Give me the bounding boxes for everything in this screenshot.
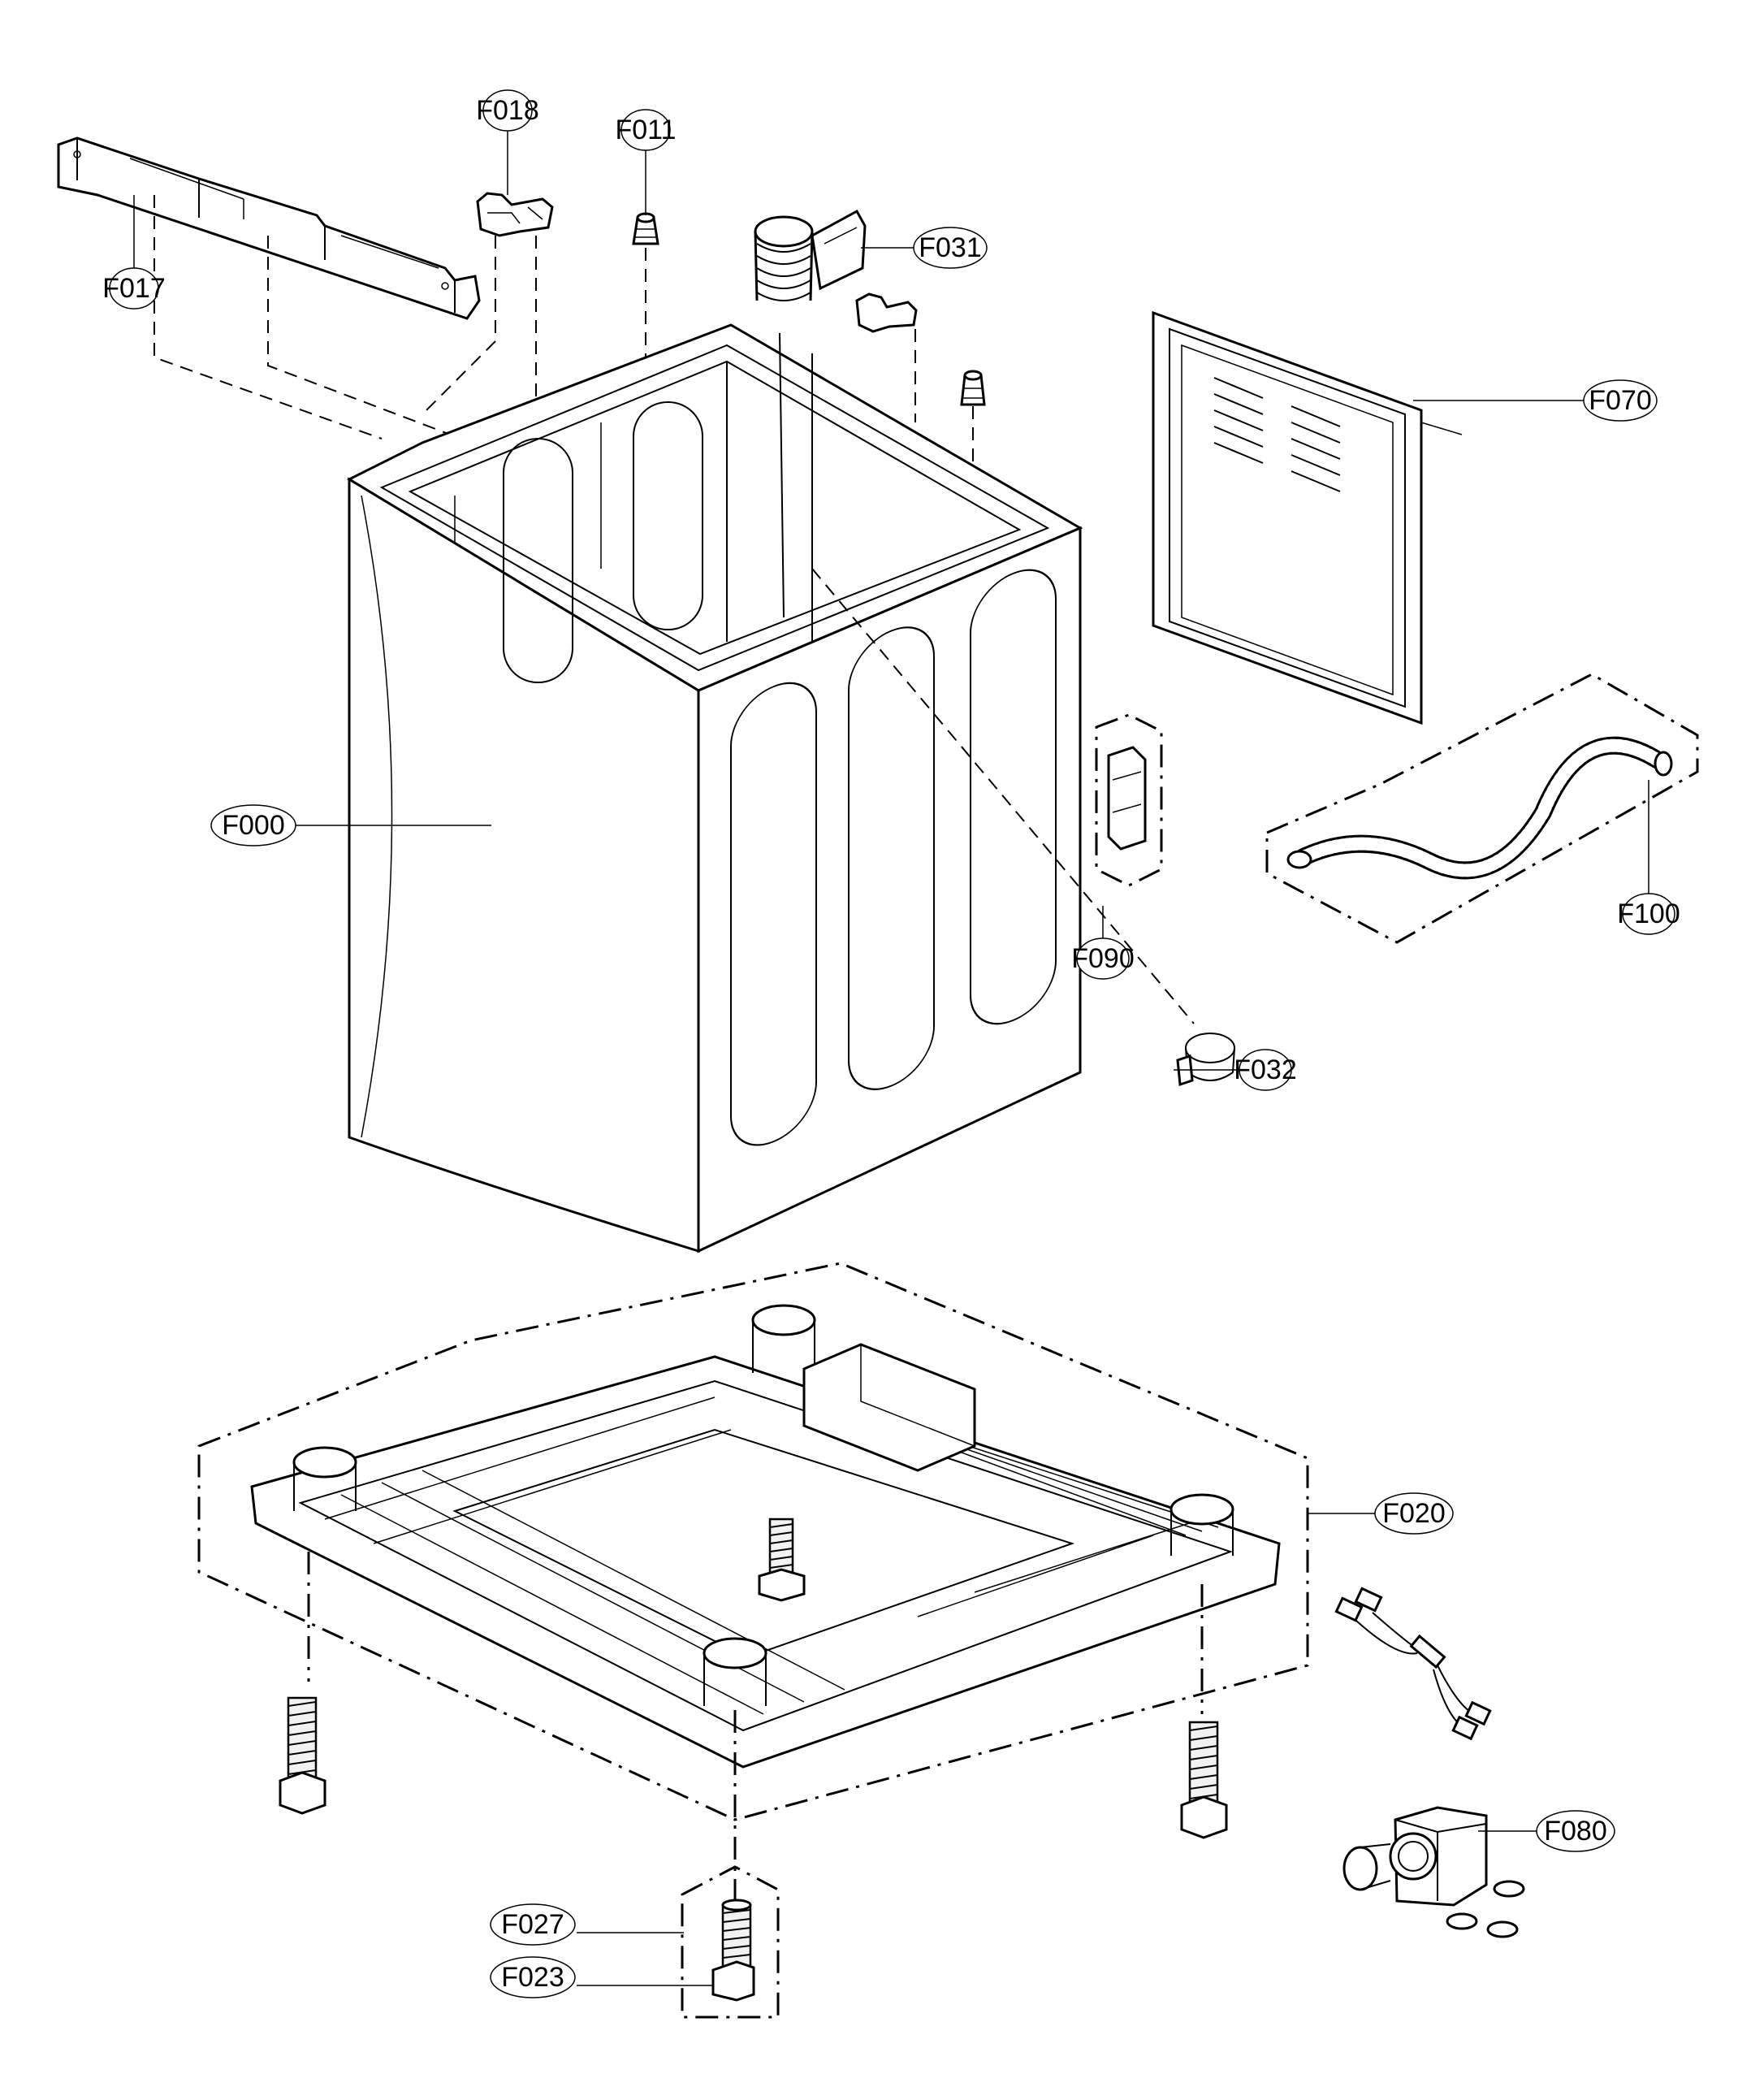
vent-slots bbox=[1213, 377, 1341, 492]
callout-f020[interactable]: F020 bbox=[1308, 1492, 1454, 1535]
callout-label-f023: F023 bbox=[501, 1962, 564, 1993]
part-bracket-right bbox=[855, 292, 918, 333]
callout-f018[interactable]: F018 bbox=[476, 89, 539, 195]
callout-f000[interactable]: F000 bbox=[210, 804, 491, 846]
assembly-line-f032 bbox=[811, 568, 1195, 1024]
assembly-line-f017b bbox=[153, 195, 383, 439]
part-f011-damper-cap bbox=[632, 212, 659, 245]
group-outline-f100 bbox=[1265, 673, 1699, 944]
part-f100-drain-hose bbox=[1286, 736, 1673, 880]
part-foot-left bbox=[279, 1696, 326, 1815]
part-f031-hose-connector bbox=[754, 209, 867, 301]
group-outline-f027-f023 bbox=[681, 1865, 780, 2019]
callout-label-f000: F000 bbox=[222, 810, 285, 841]
callout-label-f031: F031 bbox=[919, 232, 982, 263]
callout-f080[interactable]: F080 bbox=[1478, 1810, 1615, 1852]
callout-label-f090: F090 bbox=[1071, 943, 1135, 974]
assembly-line-f018 bbox=[422, 236, 496, 415]
part-f018-bracket bbox=[476, 192, 554, 237]
part-f032-hose-clamp bbox=[1176, 1033, 1235, 1087]
callout-f027[interactable]: F027 bbox=[490, 1903, 684, 1946]
part-cap-right bbox=[960, 370, 986, 406]
part-center-bolt bbox=[758, 1518, 806, 1602]
part-f020-base bbox=[250, 1304, 1281, 1769]
part-f070-rear-panel bbox=[1152, 310, 1463, 725]
part-wire-harness bbox=[1334, 1587, 1492, 1741]
callout-label-f070: F070 bbox=[1589, 385, 1652, 416]
part-f090-bracket bbox=[1107, 746, 1147, 851]
callout-f070[interactable]: F070 bbox=[1413, 379, 1658, 422]
part-f080-drain-pump bbox=[1342, 1806, 1525, 1938]
part-f017-frame-bracket bbox=[57, 136, 481, 320]
callout-f100[interactable]: F100 bbox=[1617, 780, 1680, 935]
callout-f023[interactable]: F023 bbox=[490, 1956, 713, 1998]
part-f027-f023-foot bbox=[711, 1899, 755, 2002]
callout-f031[interactable]: F031 bbox=[861, 227, 988, 269]
callout-label-f020: F020 bbox=[1382, 1498, 1446, 1529]
callout-label-f018: F018 bbox=[476, 95, 539, 126]
callout-label-f100: F100 bbox=[1617, 898, 1680, 929]
callout-label-f011: F011 bbox=[616, 115, 677, 145]
callout-label-f017: F017 bbox=[102, 273, 166, 304]
callout-f017[interactable]: F017 bbox=[102, 195, 166, 310]
callout-label-f032: F032 bbox=[1234, 1054, 1297, 1085]
callout-f032[interactable]: F032 bbox=[1174, 1049, 1297, 1091]
callout-label-f027: F027 bbox=[501, 1909, 564, 1940]
part-f000-cabinet bbox=[346, 323, 1083, 1254]
part-foot-right bbox=[1180, 1721, 1228, 1839]
callout-f011[interactable]: F011 bbox=[616, 109, 677, 215]
callout-f090[interactable]: F090 bbox=[1071, 906, 1135, 980]
callout-label-f080: F080 bbox=[1544, 1816, 1607, 1847]
group-outline-f020 bbox=[197, 1262, 1309, 1821]
